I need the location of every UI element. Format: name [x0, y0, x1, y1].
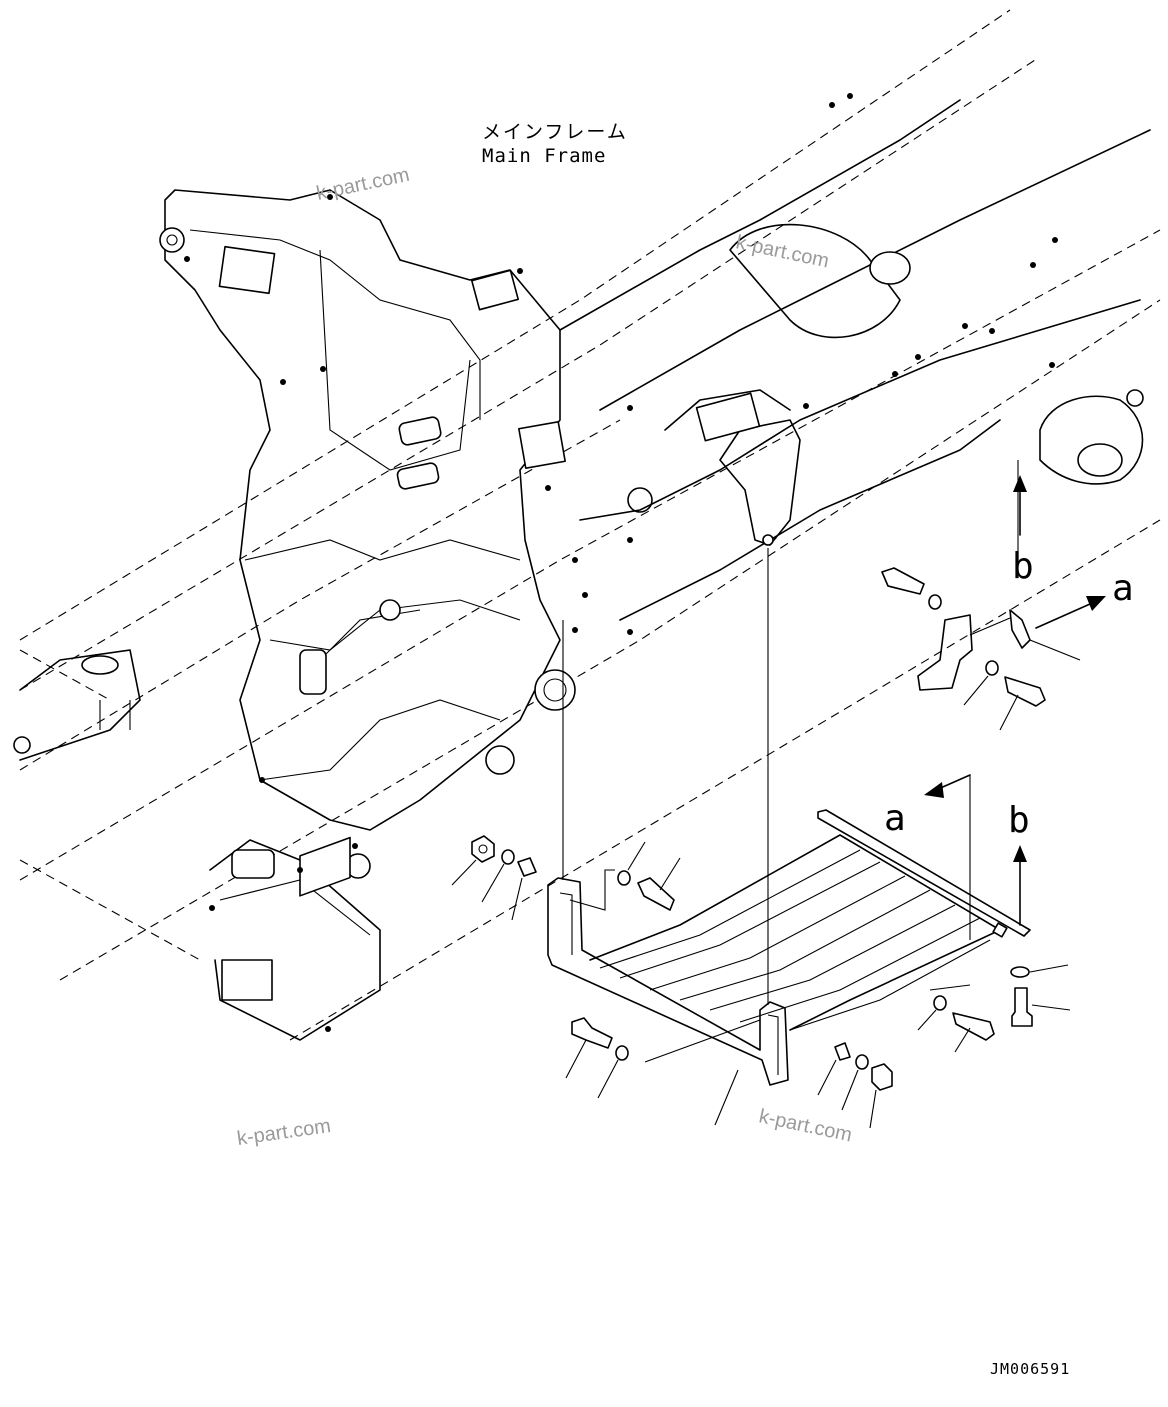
frame-label-english: Main Frame: [482, 145, 606, 167]
view-arrow-a-upper: a: [1035, 568, 1134, 629]
view-arrow-a-lower: a: [884, 774, 971, 839]
main-frame: [13, 9, 1161, 1041]
frame-label-japanese: メインフレーム: [482, 121, 628, 143]
drawing-code: JM006591: [990, 1360, 1070, 1378]
view-label-a-upper: a: [1112, 568, 1134, 609]
view-label-b-lower: b: [1008, 800, 1030, 841]
view-label-a-lower: a: [884, 798, 906, 839]
watermark: k-part.com: [314, 164, 411, 205]
watermark: k-part.com: [757, 1105, 854, 1146]
watermark: k-part.com: [236, 1115, 333, 1150]
view-arrow-b-upper: b: [1012, 475, 1034, 587]
view-label-b-upper: b: [1012, 546, 1034, 587]
watermark: k-part.com: [734, 231, 831, 272]
step-assembly: [547, 548, 1031, 1086]
view-arrow-b-lower: b: [1008, 800, 1030, 926]
fasteners: [451, 460, 1081, 1129]
